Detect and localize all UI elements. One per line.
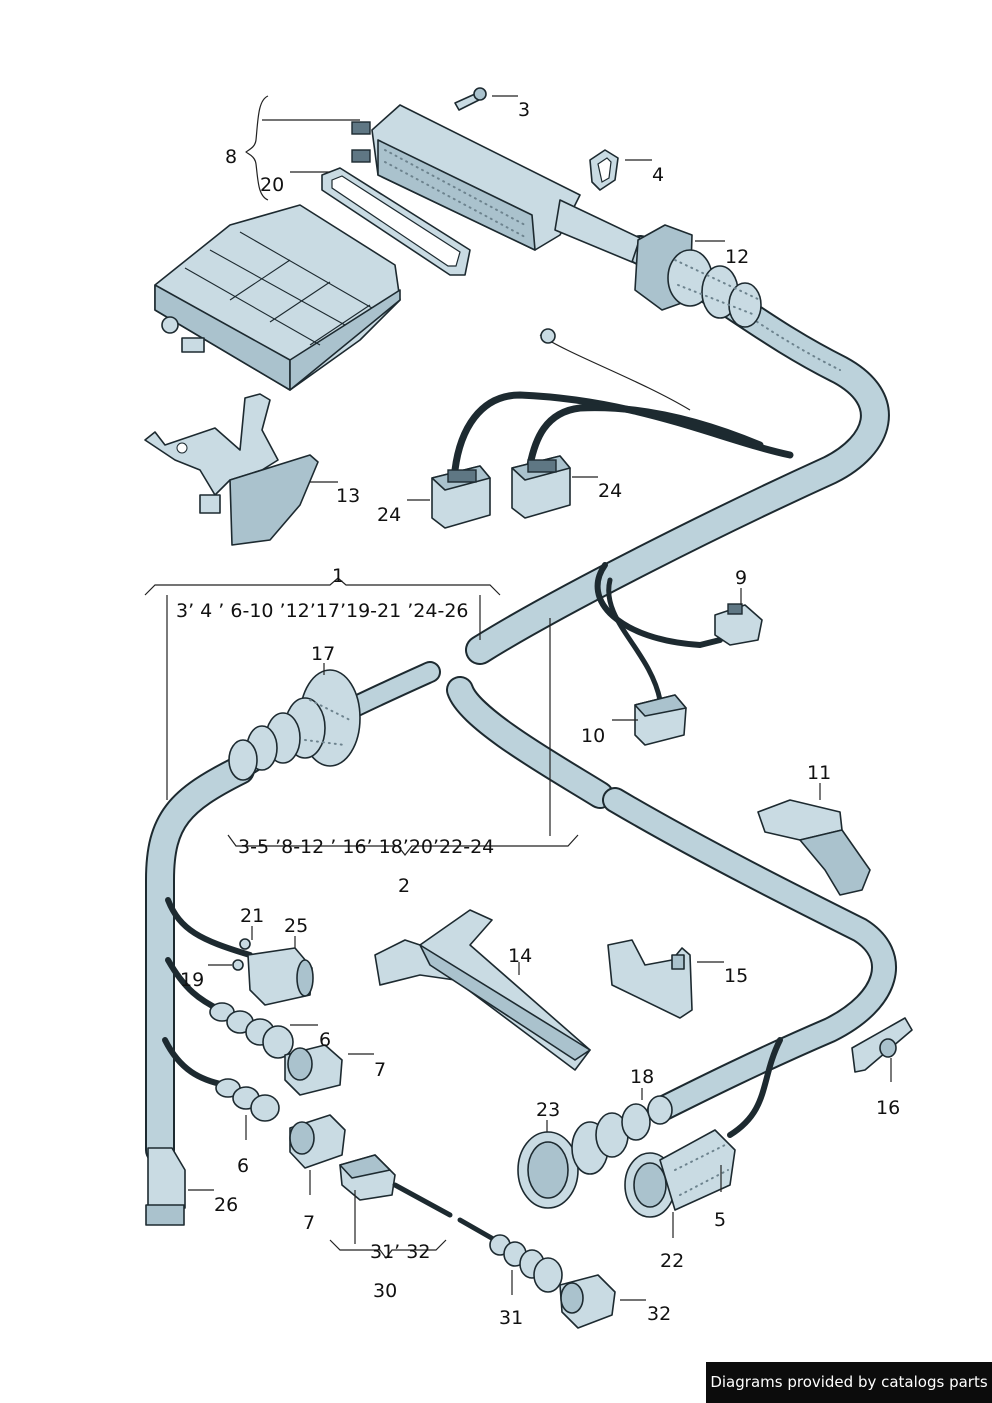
bracket-15 — [607, 939, 693, 1019]
branch-24-cable — [451, 328, 794, 474]
connector-23-18 — [517, 1095, 673, 1209]
callout-1: 1 — [332, 565, 344, 587]
callout-13: 13 — [336, 485, 360, 507]
gasket-20 — [321, 167, 471, 276]
connector-9 — [714, 603, 763, 646]
connector-26 — [145, 1147, 186, 1226]
callout-24-left: 24 — [377, 504, 401, 526]
callout-10: 10 — [581, 725, 605, 747]
clip-4 — [589, 149, 619, 191]
connector-24-right — [511, 455, 571, 519]
callout-7-lower: 7 — [303, 1212, 315, 1234]
connector-10 — [634, 694, 687, 746]
group-1-text: 3’ 4 ’ 6-10 ’12’17’19-21 ’24-26 — [176, 600, 469, 622]
control-unit-connector-8 — [351, 104, 641, 263]
screw-3 — [454, 87, 487, 111]
callout-2: 2 — [398, 875, 410, 897]
catalog-credit-banner: Diagrams provided by catalogs parts — [706, 1362, 992, 1403]
boot-17 — [228, 669, 361, 781]
connector-6-7-lower — [215, 1078, 346, 1169]
callout-14: 14 — [508, 945, 532, 967]
group-30-text: 31’ 32 — [370, 1241, 430, 1263]
group-2-text: 3-5 ’8-12 ’ 16’ 18’20’22-24 — [238, 836, 494, 858]
callout-25: 25 — [284, 915, 308, 937]
callout-17: 17 — [311, 643, 335, 665]
callout-labels: 3 4 12 8 20 13 24 24 9 10 11 1 3’ 4 ’ 6-… — [176, 99, 900, 1329]
callout-4: 4 — [652, 164, 664, 186]
callout-22: 22 — [660, 1250, 684, 1272]
callout-23: 23 — [536, 1099, 560, 1121]
callout-3: 3 — [518, 99, 530, 121]
callout-8: 8 — [225, 146, 237, 168]
callout-7-upper: 7 — [374, 1059, 386, 1081]
callout-16: 16 — [876, 1097, 900, 1119]
callout-30: 30 — [373, 1280, 397, 1302]
callout-26: 26 — [214, 1194, 238, 1216]
connector-22-5 — [624, 1129, 736, 1218]
connector-31-32 — [339, 1154, 616, 1329]
clip-16 — [851, 1017, 913, 1073]
callout-6-lower: 6 — [237, 1155, 249, 1177]
callout-5: 5 — [714, 1209, 726, 1231]
callout-31: 31 — [499, 1307, 523, 1329]
connector-6-7-upper — [209, 1002, 343, 1096]
callout-24-right: 24 — [598, 480, 622, 502]
callout-20: 20 — [260, 174, 284, 196]
callout-32: 32 — [647, 1303, 671, 1325]
grommet-12 — [634, 224, 762, 328]
branch-9-10-cable — [594, 562, 723, 703]
bracket-14 — [374, 909, 591, 1071]
callout-19: 19 — [180, 969, 204, 991]
callout-15: 15 — [724, 965, 748, 987]
callout-11: 11 — [807, 762, 831, 784]
bracket-11 — [757, 799, 871, 896]
leader-lines — [144, 95, 892, 1301]
lower-right-cable — [446, 676, 897, 1138]
bracket-13 — [144, 393, 319, 546]
callout-6-upper: 6 — [319, 1029, 331, 1051]
connector-21-25 — [232, 938, 314, 1006]
connector-24-left — [431, 465, 491, 529]
ecu-housing — [154, 204, 401, 391]
callout-9: 9 — [735, 567, 747, 589]
callout-21: 21 — [240, 905, 264, 927]
callout-18: 18 — [630, 1066, 654, 1088]
callout-12: 12 — [725, 246, 749, 268]
